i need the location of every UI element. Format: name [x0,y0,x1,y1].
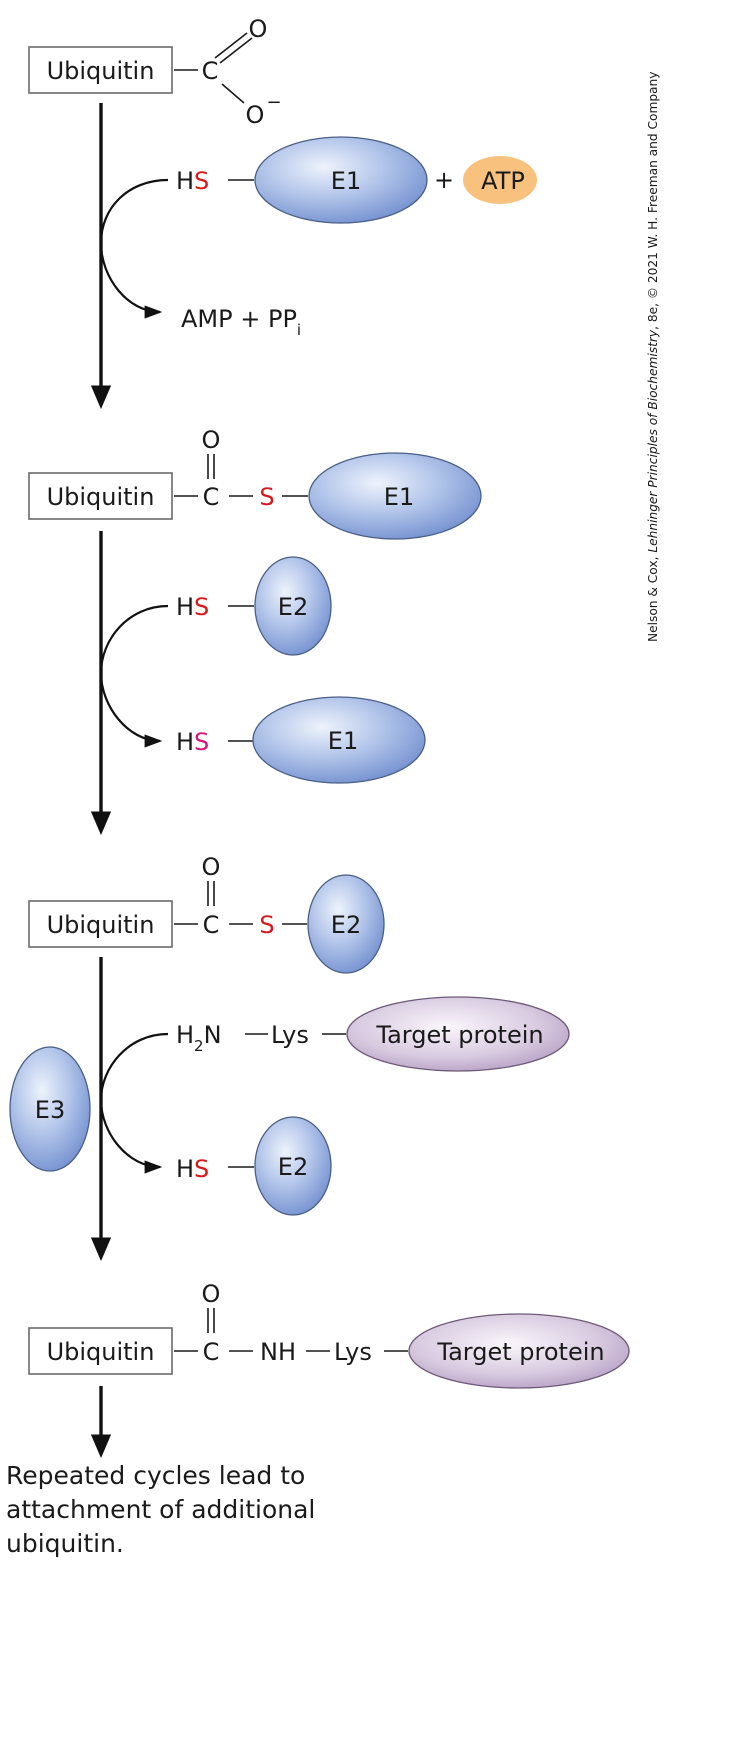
caption: Repeated cycles lead to attachment of ad… [6,1461,315,1558]
target-protein-label: Target protein [436,1338,604,1366]
ubiquitin-label: Ubiquitin [47,911,155,939]
thioester-sulfur: S [259,483,274,511]
e1-label: E1 [331,167,361,195]
ubiquitin-box [28,472,173,520]
lys-label: Lys [271,1021,309,1049]
ubiquitin-box [28,1327,173,1375]
e2-enzyme [254,1116,332,1216]
double-bond [214,32,248,59]
copyright-credit: Nelson & Cox, Lehninger Principles of Bi… [646,72,660,642]
carbon-label: C [202,57,219,85]
reaction-curve-arrow [99,604,169,748]
atp-molecule [463,156,537,204]
oxygen-label: O [249,15,268,43]
atp-label: ATP [481,167,525,195]
caption-line-3: ubiquitin. [6,1529,124,1558]
reaction-curve-arrow [99,178,169,319]
double-bond [219,37,253,64]
nh-label: NH [260,1338,296,1366]
ubiquitin-label: Ubiquitin [47,57,155,85]
reaction-curve-arrow [99,1032,169,1174]
e2-label: E2 [278,1153,308,1181]
target-protein [408,1313,630,1389]
bond [221,83,245,104]
carbon-label: C [203,483,220,511]
oxygen-label: O [202,853,221,881]
ubiquitin-box [28,900,173,948]
caption-line-2: attachment of additional [6,1495,315,1524]
hs-label: HS [176,728,209,756]
e2-enzyme [307,874,385,974]
plus-sign: + [434,166,454,194]
oxygen-label: O [202,1280,221,1308]
e3-label: E3 [35,1096,65,1124]
byproduct-label: AMP + PPi [181,305,301,339]
hs-label: HS [176,593,209,621]
hs-label: HS [176,1155,209,1183]
target-protein [346,996,570,1072]
ubiquitin-label: Ubiquitin [47,1338,155,1366]
e1-enzyme [252,696,426,784]
target-protein-label: Target protein [375,1021,543,1049]
e3-enzyme [9,1046,91,1172]
e2-enzyme [254,556,332,656]
e1-enzyme [254,136,428,224]
thioester-sulfur: S [259,911,274,939]
carbon-label: C [203,1338,220,1366]
e1-label: E1 [384,483,414,511]
stage-3: Ubiquitin C O S E2 H2N Lys Target protei… [9,853,570,1262]
oxygen-label: O [246,101,265,129]
e2-label: E2 [278,593,308,621]
lys-label: Lys [334,1338,372,1366]
e1-label: E1 [328,727,358,755]
ubiquitin-box [28,46,173,94]
e2-label: E2 [331,911,361,939]
stage-4: Ubiquitin C O NH Lys Target protein [28,1280,630,1459]
oxygen-label: O [202,426,221,454]
hs-label: HS [176,167,209,195]
amine-label: H2N [176,1021,222,1055]
ubiquitin-label: Ubiquitin [47,483,155,511]
e1-enzyme [308,452,482,540]
stage-2: Ubiquitin C O S E1 HS E2 HS E1 [28,426,482,836]
minus-charge: − [266,92,281,113]
caption-line-1: Repeated cycles lead to [6,1461,305,1490]
stage-1: Ubiquitin C O O − HS E1 + ATP AMP + PPi [28,15,537,410]
carbon-label: C [203,911,220,939]
